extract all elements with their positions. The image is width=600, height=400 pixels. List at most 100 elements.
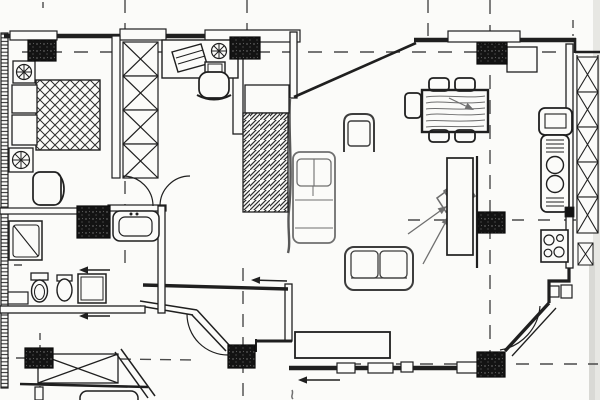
kitchen-fridge [538, 107, 573, 136]
wall-diagonal-bottomright-inner [511, 307, 557, 357]
annotation-arrow-1 [407, 210, 441, 235]
wall-entry-lower-v [34, 386, 44, 400]
entry-diag-wall-a [114, 351, 149, 399]
washbasin-tap-2 [135, 212, 139, 216]
nightstand-1 [16, 64, 32, 80]
kitchen-counter-ribs-bottom [546, 197, 564, 207]
bidet [56, 274, 73, 302]
paper-right-shadow [589, 262, 595, 400]
wall-hall-top [142, 283, 289, 291]
wall-bottom-opening-3 [400, 361, 414, 373]
toilet-bowl-inner [34, 284, 45, 300]
washbasin-tap-1 [129, 212, 133, 216]
door-swing-arrow-hall [251, 276, 261, 284]
wall-bath-top-right [107, 204, 167, 212]
double-door-arc-left [122, 175, 154, 207]
washbasin-counter [112, 210, 160, 242]
kitchen-stove-outline [540, 229, 569, 263]
toilet [30, 272, 49, 303]
dining-chair-1 [428, 77, 450, 92]
double-door-arc-right [159, 175, 191, 207]
grid-hline-hall-b [119, 358, 197, 361]
column-bottom-right [476, 351, 506, 378]
shaft-xbox-5 [576, 196, 599, 234]
sideboard [294, 331, 391, 359]
shaft-xbox-1 [576, 56, 599, 93]
wall-bath-right [157, 205, 166, 314]
toilet-tank [30, 272, 49, 281]
bidet-bowl [56, 278, 73, 302]
cabinet-top-center [244, 84, 290, 114]
wardrobe-xbox-3 [122, 109, 159, 145]
shelf-1 [11, 84, 38, 114]
tv-desk-unit [446, 157, 474, 256]
dining-table-annotation-arrow [464, 102, 474, 110]
living-armchair-seat [347, 120, 371, 147]
dining-chair-3 [404, 92, 422, 119]
wall-diagonal-bottomright [503, 301, 551, 353]
wall-entry-diag-a [196, 309, 231, 347]
entry-door-arc [186, 313, 229, 356]
annotation-arrow-2 [422, 223, 446, 265]
dining-chair-5 [454, 129, 476, 143]
column-top-center [229, 36, 261, 60]
entry-closet-xbox [37, 353, 119, 384]
washing-machine-outline [77, 273, 107, 304]
kitchen-sink-counter [540, 134, 570, 213]
shaft-xbox-3 [576, 126, 599, 163]
column-hall-left [24, 347, 54, 369]
floor-scribble [291, 389, 294, 400]
kitchen-fridge-inner [544, 113, 567, 129]
daybed [292, 151, 336, 244]
stove-burner-1 [543, 234, 555, 246]
pencil-partition-sketch [286, 98, 292, 254]
stove-burner-2 [555, 234, 564, 243]
kitchen-fridge-outline [538, 107, 573, 136]
washing-machine-inner [80, 276, 104, 301]
wall-alcove [547, 268, 571, 303]
bathtub-lower-unit [79, 390, 139, 400]
shaft-xbox-4 [576, 161, 599, 198]
shaft-xbox-2 [576, 91, 599, 128]
wall-entry-diag-b [191, 314, 227, 352]
stove-burner-3 [543, 248, 553, 258]
shaft-box-topright [506, 46, 538, 73]
alcove-box-2 [560, 284, 573, 299]
lintel-2 [119, 28, 167, 41]
stove-burner-4 [553, 246, 565, 258]
shelf-2 [11, 114, 38, 146]
kitchen-counter-ribs-top [546, 139, 564, 153]
door-swing-arrow-bath-lower [79, 312, 88, 320]
washing-machine [77, 273, 107, 304]
nightstand-2 [12, 151, 30, 169]
shower-drain-diagonal [13, 225, 39, 257]
lintel-1 [9, 30, 58, 41]
shaft-xbox-partial [577, 242, 594, 266]
desk-paper-lines [175, 49, 206, 65]
wall-bedroom-right [111, 35, 121, 179]
wall-bottom-opening-2 [367, 362, 394, 374]
wall-entry-lower [19, 382, 149, 389]
door-swing-arrow-hall [259, 279, 288, 282]
door-swing-arrow-bottom [298, 376, 307, 384]
daybed-outline [292, 151, 336, 244]
wall-bath-top-left [0, 207, 79, 215]
wall-stub-top-center [289, 31, 298, 99]
wall-bottom-opening-4 [456, 361, 479, 374]
living-armchair-arms [343, 113, 375, 152]
kitchen-sink-bowl-1 [545, 155, 565, 175]
column-top-right [476, 42, 508, 65]
desk-paper [171, 43, 208, 73]
annotation-arrow-1 [437, 206, 447, 215]
wardrobe-xbox-1 [122, 41, 159, 77]
column-living-right [477, 211, 506, 234]
kitchen-stove [540, 229, 569, 263]
dining-table-annotation-arrow [448, 97, 467, 107]
entry-diag-wall-b [120, 348, 156, 397]
bedroom-armchair [32, 171, 65, 206]
wall-bottom-opening-1 [336, 362, 356, 374]
bedroom-armchair-back [57, 173, 65, 205]
column-marker-kitchen [564, 206, 575, 218]
